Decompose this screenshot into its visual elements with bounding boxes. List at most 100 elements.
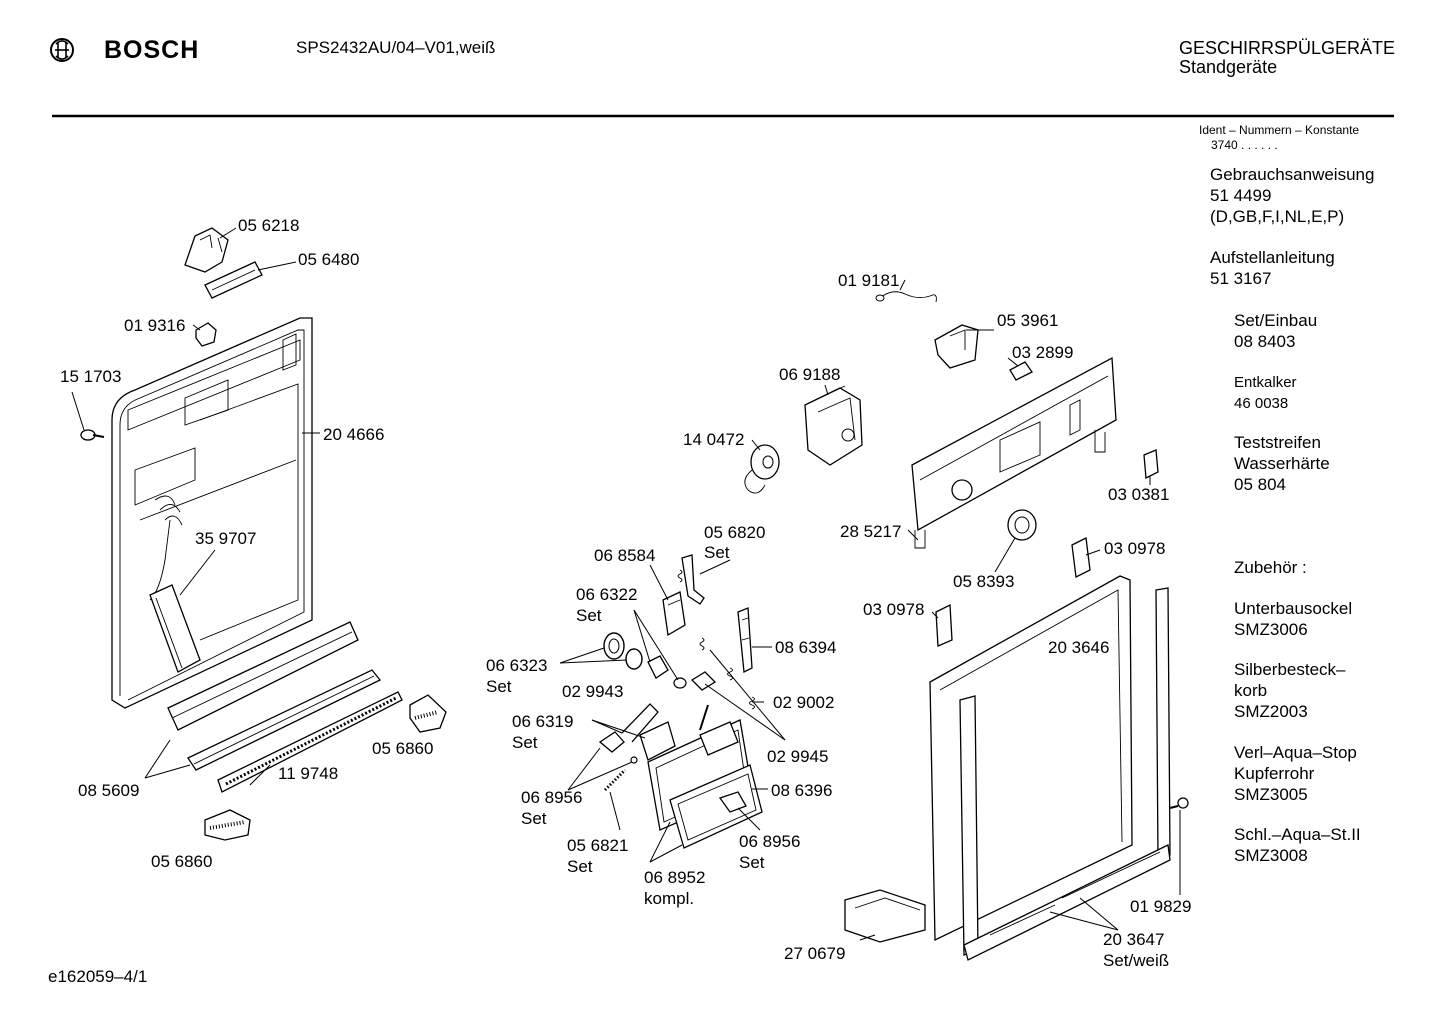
set-number: 08 8403 xyxy=(1234,332,1296,351)
accessory-2-name: Silberbesteck– xyxy=(1234,660,1346,679)
part-label: Set xyxy=(521,809,547,828)
part-270679-foot xyxy=(844,889,926,943)
part-203646-outer-door xyxy=(929,575,1171,961)
part-label: 06 6319 xyxy=(512,712,574,731)
model-number: SPS2432AU/04–V01,weiß xyxy=(296,38,496,57)
part-label: 20 3646 xyxy=(1048,638,1110,657)
accessory-3-name: Verl–Aqua–Stop xyxy=(1234,743,1357,762)
leader-lines xyxy=(71,227,1181,941)
part-label: Set xyxy=(704,543,730,562)
part-053961-bracket xyxy=(934,324,979,369)
part-label: 03 0381 xyxy=(1108,485,1170,504)
part-019181-cable xyxy=(875,291,937,303)
part-label: 28 5217 xyxy=(840,522,902,541)
part-056218-latch xyxy=(184,227,263,299)
part-label: 20 3647 xyxy=(1103,930,1165,949)
install-number: 51 3167 xyxy=(1210,269,1272,288)
part-label: 06 8584 xyxy=(594,546,656,565)
accessory-3-name-2: Kupferrohr xyxy=(1234,764,1315,783)
part-359707-strip xyxy=(149,584,201,673)
part-019316-clip xyxy=(195,322,217,347)
accessory-2-number: SMZ2003 xyxy=(1234,702,1308,721)
part-label: 01 9829 xyxy=(1130,897,1192,916)
part-label: 14 0472 xyxy=(683,430,745,449)
part-label: 11 9748 xyxy=(278,764,339,783)
category-title: GESCHIRRSPÜLGERÄTE xyxy=(1179,38,1396,58)
part-label: 05 6860 xyxy=(372,739,434,758)
part-086396-seal-frame xyxy=(669,764,763,849)
part-label: 15 1703 xyxy=(60,367,122,386)
manual-number: 51 4499 xyxy=(1210,186,1272,205)
accessory-2-name-2: korb xyxy=(1234,681,1268,700)
part-label: 20 4666 xyxy=(323,425,385,444)
teststrip-number: 05 804 xyxy=(1234,475,1286,494)
teststrip-title: Teststreifen xyxy=(1234,433,1321,452)
part-label: 03 2899 xyxy=(1012,343,1074,362)
part-068584-bracket xyxy=(662,591,686,637)
accessory-3-number: SMZ3005 xyxy=(1234,785,1308,804)
part-029943-bracket xyxy=(621,703,659,743)
manual-languages: (D,GB,F,I,NL,E,P) xyxy=(1210,207,1345,226)
part-label: 02 9943 xyxy=(562,682,624,701)
part-label: 03 0978 xyxy=(1104,539,1166,558)
accessory-1-number: SMZ3006 xyxy=(1234,620,1308,639)
part-label: 02 9945 xyxy=(767,747,829,766)
part-label: Set xyxy=(512,733,538,752)
part-label: 06 8956 xyxy=(521,788,583,807)
drawing-code: e162059–4/1 xyxy=(48,967,148,986)
brand-name: BOSCH xyxy=(104,36,200,64)
bosch-logo-icon xyxy=(50,38,74,62)
part-label: kompl. xyxy=(644,889,695,908)
part-label: 02 9002 xyxy=(773,693,835,712)
part-label: 03 0978 xyxy=(863,600,925,619)
part-085609-bottom-rail xyxy=(167,621,382,771)
part-066319-cover xyxy=(639,721,676,761)
part-056860-end-cap-upper xyxy=(409,694,447,733)
part-label: Set xyxy=(576,606,602,625)
part-label: 05 6820 xyxy=(704,523,766,542)
part-151703-screw xyxy=(80,429,105,441)
part-label: 08 5609 xyxy=(78,781,140,800)
part-066323-cap xyxy=(603,632,643,670)
ident-label: Ident – Nummern – Konstante xyxy=(1199,123,1360,137)
part-032899-tab xyxy=(1009,361,1033,381)
part-140472-knob xyxy=(744,444,780,494)
accessory-1-name: Unterbausockel xyxy=(1234,599,1353,618)
part-086394-lever xyxy=(737,607,753,674)
accessories-title: Zubehör : xyxy=(1234,558,1307,577)
part-label: 08 6394 xyxy=(775,638,837,657)
part-label: 35 9707 xyxy=(195,529,257,548)
manual-title: Gebrauchsanweisung xyxy=(1210,165,1375,184)
inner-door-panel xyxy=(111,317,313,709)
part-030381-button xyxy=(1143,449,1159,480)
screw-icon xyxy=(699,704,709,731)
part-066322-nozzle xyxy=(647,655,687,689)
ident-value: 3740 . . . . . . xyxy=(1211,138,1278,152)
part-058393-knob xyxy=(1007,509,1037,541)
accessory-4-number: SMZ3008 xyxy=(1234,846,1308,865)
part-label: 01 9316 xyxy=(124,316,186,335)
teststrip-title-2: Wasserhärte xyxy=(1234,454,1330,473)
part-030978-bracket-b xyxy=(935,603,953,647)
part-056820-clip xyxy=(681,554,705,605)
part-label: 01 9181 xyxy=(838,271,900,290)
part-label: Set xyxy=(486,677,512,696)
part-label: 06 9188 xyxy=(779,365,841,384)
part-label: 05 6860 xyxy=(151,852,213,871)
part-label: Set/weiß xyxy=(1103,951,1170,970)
set-title: Set/Einbau xyxy=(1234,311,1318,330)
part-label: 05 6218 xyxy=(238,216,300,235)
part-label: 05 8393 xyxy=(953,572,1015,591)
part-029945-plate xyxy=(690,671,717,691)
descaler-number: 46 0038 xyxy=(1234,395,1289,412)
part-label: 05 6821 xyxy=(567,836,629,855)
accessory-4-name: Schl.–Aqua–St.II xyxy=(1234,825,1361,844)
part-019829-screw xyxy=(1169,797,1189,809)
part-label: Set xyxy=(567,857,593,876)
part-068956-valve xyxy=(598,731,747,813)
part-119748-seal-strip xyxy=(217,691,403,793)
part-label: Set xyxy=(739,853,765,872)
category-subtitle: Standgeräte xyxy=(1179,57,1278,77)
spring-icons xyxy=(677,569,755,710)
